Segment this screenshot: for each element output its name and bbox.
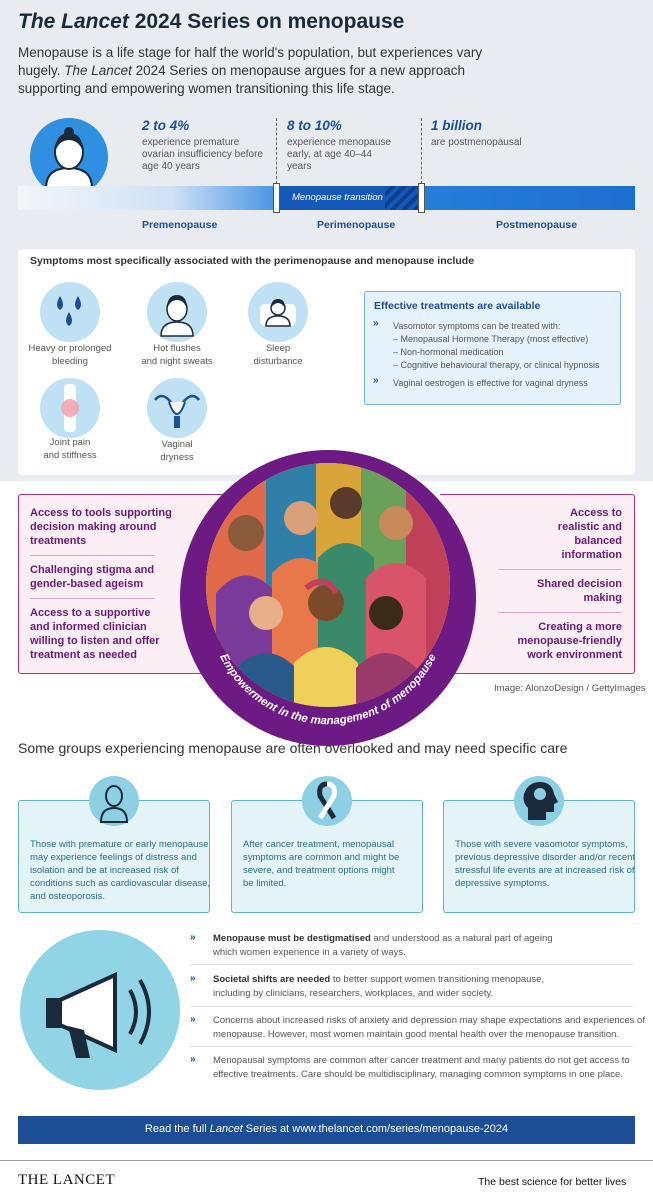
key-point: Menopausal symptoms are common after can… <box>213 1055 630 1080</box>
key-point: Concerns about increased risks of anxiet… <box>213 1015 645 1040</box>
stat-early: 8 to 10% experience menopause early, at … <box>287 118 397 173</box>
stat-value: 2 to 4% <box>142 118 190 133</box>
divider <box>421 118 422 184</box>
woman-avatar-icon <box>30 118 108 196</box>
sleeping-person-icon <box>248 282 308 342</box>
stat-post: 1 billion are postmenopausal <box>431 118 581 149</box>
divider <box>190 1046 633 1047</box>
stat-text: experience menopause early, at age 40–44… <box>287 137 391 172</box>
phase-perimenopause: Perimenopause <box>317 219 396 231</box>
ring-label: Empowerment in the management of menopau… <box>217 652 439 728</box>
blood-drops-icon <box>40 282 100 342</box>
divider <box>276 118 277 184</box>
treatment-option: – Non-hormonal medication <box>393 347 504 357</box>
chevron-right-icon: » <box>373 375 379 386</box>
empowerment-right-panel <box>440 494 635 674</box>
chevron-right-icon: » <box>190 932 196 943</box>
phase-premenopause: Premenopause <box>142 219 218 231</box>
groups-heading: Some groups experiencing menopause are o… <box>18 740 568 756</box>
chevron-right-icon: » <box>190 973 196 984</box>
divider <box>190 1006 633 1007</box>
head-brain-icon <box>514 776 564 826</box>
ring-label-arc: Empowerment in the management of menopau… <box>217 652 439 728</box>
stat-value: 8 to 10% <box>287 118 342 133</box>
knee-joint-icon <box>40 378 100 438</box>
divider <box>190 964 633 965</box>
stat-value: 1 billion <box>431 118 483 133</box>
treatment-lead: Vasomotor symptoms can be treated with: <box>393 321 561 331</box>
uterus-icon <box>147 378 207 438</box>
chevron-right-icon: » <box>190 1054 196 1065</box>
header-background <box>0 0 653 108</box>
phase-postmenopause: Postmenopause <box>496 219 578 231</box>
stat-text: experience premature ovarian insufficien… <box>142 137 263 172</box>
timeline-marker <box>273 183 280 213</box>
woman-icon <box>147 282 207 342</box>
lancet-logo: THE LANCET <box>18 1172 116 1188</box>
treatment-option: – Cognitive behavioural therapy, or clin… <box>393 360 600 370</box>
intro-paragraph: Menopause is a life stage for half the w… <box>18 45 483 96</box>
divider <box>498 569 622 570</box>
chevron-right-icon: » <box>373 318 379 329</box>
transition-label: Menopause transition <box>292 192 383 203</box>
stat-poi: 2 to 4% experience premature ovarian ins… <box>142 118 267 173</box>
footer-rule <box>0 1160 653 1161</box>
awareness-ribbon-icon <box>302 776 352 826</box>
megaphone-icon <box>20 930 180 1090</box>
treatments-heading: Effective treatments are available <box>374 300 541 312</box>
treatment-option: – Menopausal Hormone Therapy (most effec… <box>393 334 589 344</box>
image-credit: Image: AlonzoDesign / GettyImages <box>494 683 646 694</box>
chevron-right-icon: » <box>190 1014 196 1025</box>
series-banner[interactable] <box>18 1116 635 1144</box>
timeline-marker <box>418 183 425 213</box>
symptoms-heading: Symptoms most specifically associated wi… <box>30 255 475 267</box>
diverse-women-illustration <box>206 463 450 707</box>
divider <box>30 555 155 556</box>
woman-icon <box>89 776 139 826</box>
transition-stripes <box>385 186 421 210</box>
timeline-background <box>0 108 653 243</box>
tagline: The best science for better lives <box>478 1176 627 1188</box>
key-point: Societal shifts are needed to better sup… <box>213 974 545 999</box>
svg-text:Empowerment in the management: Empowerment in the management of menopau… <box>217 652 439 728</box>
treatment-vaginal: Vaginal oestrogen is effective for vagin… <box>393 378 588 388</box>
series-link[interactable]: Read the full Lancet Series at www.thela… <box>144 1123 509 1135</box>
divider <box>498 612 622 613</box>
treatments-panel <box>364 291 621 405</box>
stat-text: are postmenopausal <box>431 137 522 148</box>
divider <box>30 598 155 599</box>
key-point: Menopause must be destigmatised and unde… <box>213 933 553 958</box>
page-title: The Lancet 2024 Series on menopause <box>18 10 405 33</box>
group-text: Those with severe vasomotor symptoms,pre… <box>455 839 636 889</box>
